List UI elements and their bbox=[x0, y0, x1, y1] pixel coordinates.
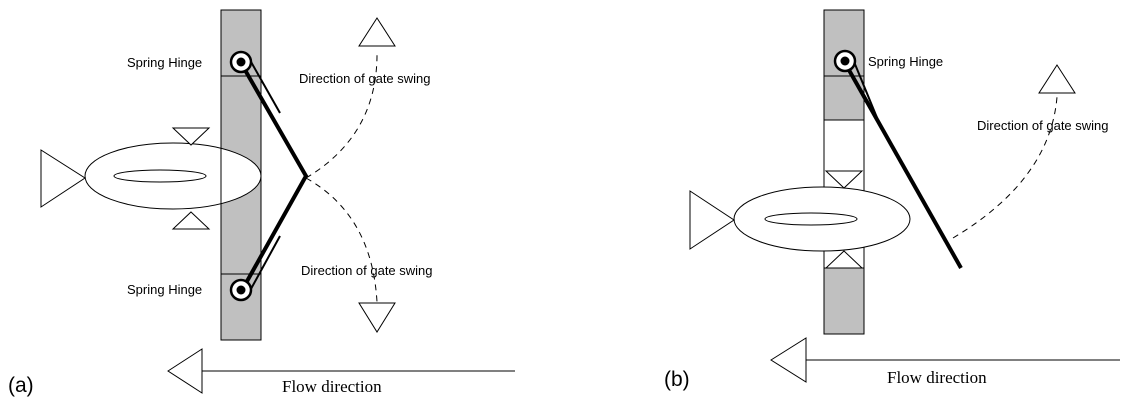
flow-arrow-a bbox=[167, 348, 515, 394]
panel-a: Spring Hinge Spring Hinge Direction of g… bbox=[8, 9, 515, 397]
swing-arc-bottom-a bbox=[305, 177, 378, 303]
swing-label-bottom-a: Direction of gate swing bbox=[301, 263, 433, 278]
up-arrow-icon bbox=[358, 17, 396, 47]
swing-arc-top-a bbox=[305, 51, 378, 179]
up-arrow-icon bbox=[1038, 64, 1076, 94]
hinge-icon bbox=[229, 278, 253, 302]
hinge-label-top-a: Spring Hinge bbox=[127, 55, 202, 70]
panel-label-b: (b) bbox=[664, 368, 690, 391]
panel-b: Spring Hinge Direction of gate swing Flo… bbox=[664, 9, 1120, 391]
panel-label-a: (a) bbox=[8, 374, 34, 397]
hinge-icon bbox=[833, 49, 857, 73]
swing-label-top-a: Direction of gate swing bbox=[299, 71, 431, 86]
fish-b bbox=[689, 170, 911, 269]
hinge-icon bbox=[229, 50, 253, 74]
fish-a bbox=[40, 127, 262, 230]
hinge-label-b: Spring Hinge bbox=[868, 54, 943, 69]
swing-label-b: Direction of gate swing bbox=[977, 118, 1109, 133]
flow-arrow-b bbox=[770, 337, 1120, 383]
flow-label-b: Flow direction bbox=[887, 368, 987, 387]
hinge-label-bottom-a: Spring Hinge bbox=[127, 282, 202, 297]
swing-arc-b bbox=[952, 96, 1058, 239]
wall-lower-b bbox=[823, 267, 865, 335]
flow-label-a: Flow direction bbox=[282, 377, 382, 396]
down-arrow-icon bbox=[358, 302, 396, 333]
